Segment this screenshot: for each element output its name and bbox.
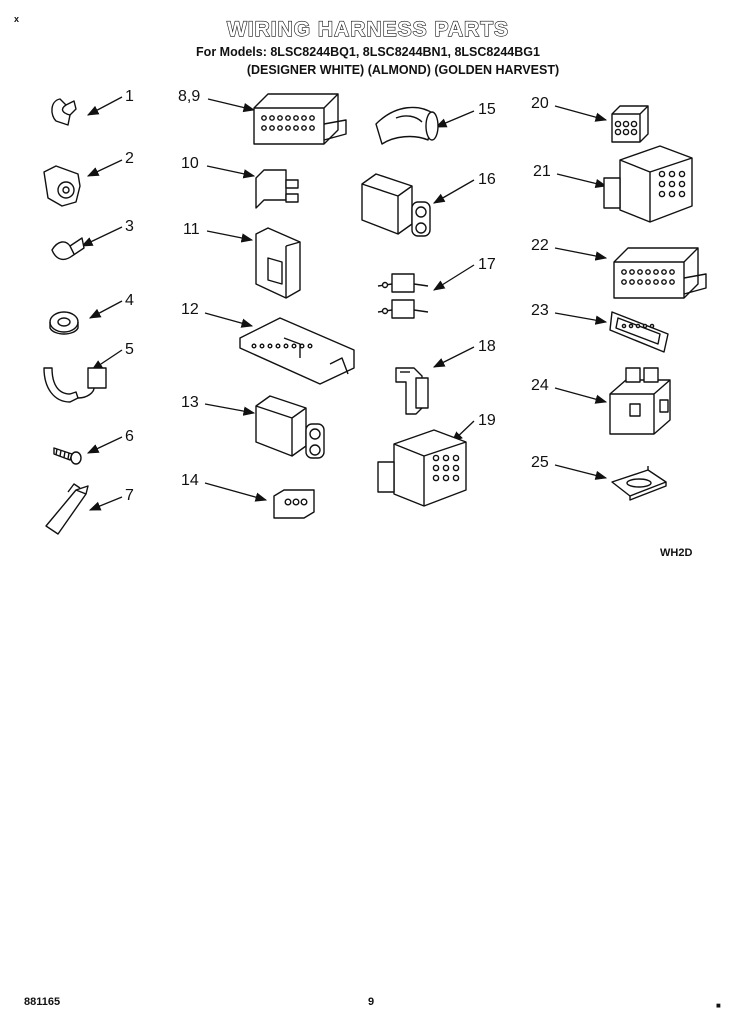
leader-arrow-2 — [86, 160, 122, 176]
multi-pin-housing-icon — [254, 94, 346, 144]
part-label-17: 17 — [478, 256, 496, 273]
part-label-12: 12 — [181, 301, 199, 318]
page-number: 9 — [368, 996, 375, 1008]
leader-arrow-20 — [555, 106, 608, 122]
leader-arrow-12 — [205, 313, 254, 328]
part-label-22: 22 — [531, 237, 549, 254]
six-pin-housing-icon — [612, 106, 648, 142]
leader-arrow-21 — [557, 174, 608, 189]
two-pin-connector-icon — [256, 396, 324, 458]
plug-housing-icon — [256, 228, 300, 298]
retainer-clip-icon — [52, 238, 84, 259]
part-label-16: 16 — [478, 171, 496, 188]
leader-arrow-22 — [555, 248, 608, 261]
part-label-10: 10 — [181, 155, 199, 172]
mounting-plate-icon — [612, 466, 666, 500]
page-title: WIRING HARNESS PARTS — [226, 17, 510, 41]
leader-arrow-8-9 — [208, 99, 256, 113]
leader-arrow-5 — [91, 350, 122, 371]
leader-arrow-24 — [555, 388, 608, 404]
part-label-19: 19 — [478, 412, 496, 429]
part-label-18: 18 — [478, 338, 496, 355]
cable-sleeve-icon — [376, 107, 438, 144]
part-label-24: 24 — [531, 377, 549, 394]
multi-pin-housing-icon — [614, 248, 706, 298]
leader-arrow-4 — [88, 301, 122, 318]
part-label-20: 20 — [531, 95, 549, 112]
model-list: For Models: 8LSC8244BQ1, 8LSC8244BN1, 8L… — [196, 45, 540, 59]
doc-number: 881165 — [24, 996, 61, 1008]
part-label-21: 21 — [533, 163, 551, 180]
corner-mark-bottom-right: ■ — [716, 1001, 721, 1010]
two-pin-connector-icon — [362, 174, 430, 236]
part-label-1: 1 — [125, 88, 134, 105]
strap-clamp-icon — [44, 368, 106, 402]
color-list: (DESIGNER WHITE) (ALMOND) (GOLDEN HARVES… — [246, 63, 560, 77]
leader-arrow-16 — [432, 180, 474, 204]
twelve-pin-housing-icon — [604, 146, 692, 222]
leader-arrow-14 — [205, 483, 268, 502]
leader-arrow-3 — [80, 227, 122, 246]
terminal-connector-icon — [378, 274, 428, 318]
part-label-6: 6 — [125, 428, 134, 445]
clip-icon — [52, 99, 76, 125]
part-label-7: 7 — [125, 487, 134, 504]
leader-arrow-17 — [433, 265, 474, 291]
wire-tie-icon — [46, 484, 88, 534]
twelve-pin-housing-icon — [378, 430, 466, 506]
part-label-25: 25 — [531, 454, 549, 471]
figure-code: WH2D — [660, 547, 693, 559]
leader-arrow-13 — [205, 404, 256, 416]
part-label-11: 11 — [183, 221, 200, 238]
small-connector-icon — [256, 170, 298, 208]
part-label-4: 4 — [125, 292, 134, 309]
bracket-connector-icon — [396, 368, 428, 414]
part-label-3: 3 — [125, 218, 134, 235]
part-label-23: 23 — [531, 302, 549, 319]
terminal-block-icon — [240, 318, 354, 384]
part-label-8-9: 8,9 — [178, 88, 201, 105]
part-label-5: 5 — [125, 341, 134, 358]
leader-arrow-11 — [207, 231, 254, 243]
leader-arrow-7 — [88, 497, 122, 510]
three-pin-connector-icon — [274, 490, 314, 518]
leader-arrow-25 — [555, 465, 608, 480]
corner-mark-top-left: x — [14, 14, 20, 24]
four-pin-housing-icon — [610, 368, 670, 434]
part-label-14: 14 — [181, 472, 199, 489]
leader-arrow-10 — [207, 166, 256, 179]
leader-arrow-15 — [434, 111, 474, 127]
leader-arrow-1 — [86, 97, 122, 115]
edge-connector-icon — [610, 312, 668, 352]
grommet-icon — [50, 312, 78, 334]
leader-arrow-6 — [86, 437, 122, 453]
part-label-13: 13 — [181, 394, 199, 411]
clamp-icon — [44, 166, 80, 206]
screw-icon — [54, 448, 81, 464]
leader-arrow-23 — [555, 313, 608, 325]
leader-arrow-18 — [432, 347, 474, 367]
part-label-15: 15 — [478, 101, 496, 118]
part-label-2: 2 — [125, 150, 134, 167]
